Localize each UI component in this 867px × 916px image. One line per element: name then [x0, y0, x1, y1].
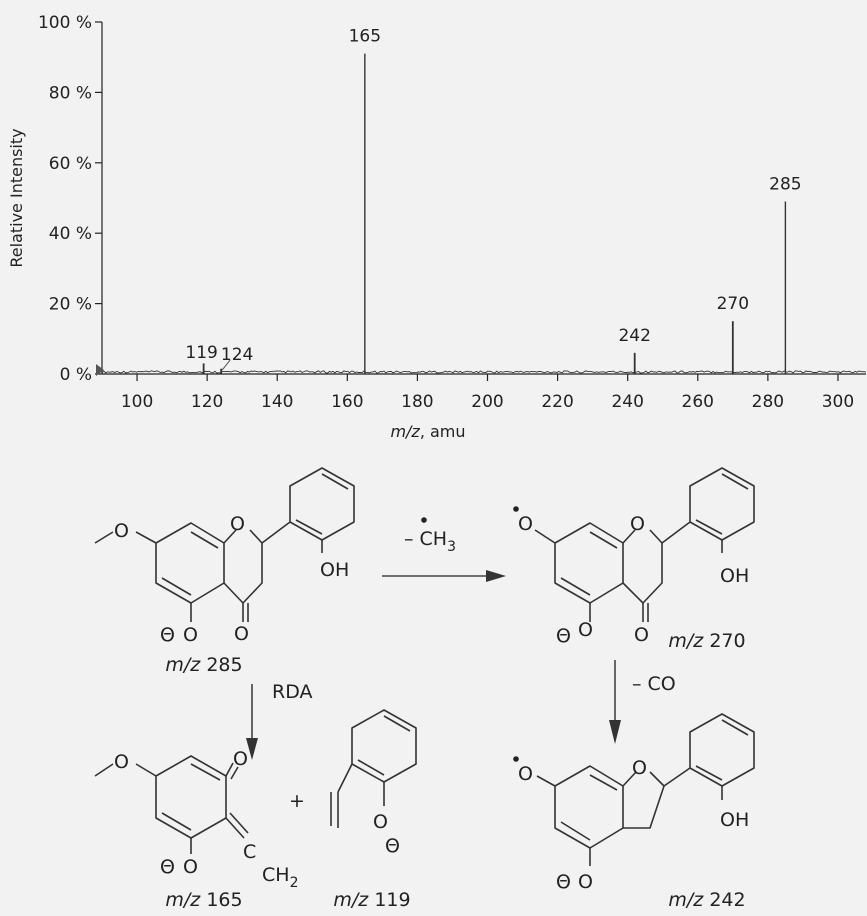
peak-label-242: 242 [618, 326, 650, 346]
y-axis-label: Relative Intensity [7, 128, 26, 267]
phenolate-o: O [183, 624, 198, 646]
y-axis-ticks: 0 % 20 % 40 % 60 % 80 % 100 % [38, 13, 102, 385]
x-tick-label-180: 180 [401, 392, 433, 412]
x-tick-label-140: 140 [261, 392, 293, 412]
x-axis-ticks: 100 120 140 160 180 200 220 240 260 280 300 [121, 374, 854, 412]
hydroxyl-242: OH [720, 809, 749, 831]
x-tick-label-240: 240 [611, 392, 643, 412]
x-tick-label-280: 280 [752, 392, 784, 412]
label-mz-242-value: 242 [709, 889, 745, 911]
ring-o-242: O [632, 757, 647, 779]
x-tick-label-260: 260 [682, 392, 714, 412]
hydroxyl: OH [320, 559, 349, 581]
phenolate-minus-165: Θ [160, 856, 175, 878]
phenolate-o-270: O [578, 619, 593, 641]
mass-spectrum: 0 % 20 % 40 % 60 % 80 % 100 % 100 120 140 160 180… [7, 13, 867, 441]
y-tick-label-0: 0 % [60, 365, 92, 385]
peak-label-124: 124 [221, 345, 253, 365]
label-mz-119-prefix: m/z [333, 889, 369, 911]
label-mz-270-value: 270 [709, 630, 745, 652]
x-axis-label: m/z, amu [390, 422, 465, 441]
y-tick-label-100: 100 % [38, 13, 92, 33]
x-axis-label-unit: , amu [420, 422, 466, 441]
methoxy-o-165: O [114, 751, 129, 773]
label-mz-119: m/z 119 [333, 889, 410, 911]
arrow-methyl-loss: – CH3 [382, 517, 506, 582]
x-tick-label-200: 200 [471, 392, 503, 412]
arrow-rda: RDA [246, 681, 313, 760]
methyl-loss-label: – CH3 [404, 528, 456, 555]
molecule-270: O O OH O Θ O m/z 270 [513, 467, 755, 652]
phenolate-minus-119: Θ [385, 835, 400, 857]
axis-origin-marker [96, 364, 104, 376]
phenolate-o-242: O [578, 871, 593, 893]
arrow-co-loss: – CO [609, 660, 676, 744]
ring-o: O [230, 513, 245, 535]
peak-label-285: 285 [769, 175, 801, 195]
x-tick-label-220: 220 [541, 392, 573, 412]
x-tick-label-160: 160 [331, 392, 363, 412]
peak-label-165: 165 [349, 27, 381, 47]
phenolate-minus-270: Θ [556, 625, 571, 647]
rda-label: RDA [272, 681, 313, 703]
label-mz-285: m/z 285 [165, 654, 242, 676]
label-mz-270-prefix: m/z [668, 630, 704, 652]
y-tick-label-40: 40 % [49, 224, 92, 244]
y-tick-label-80: 80 % [49, 83, 92, 103]
plus-sign: + [289, 790, 305, 812]
ring-o-270: O [630, 513, 645, 535]
phenolate-o-165: O [183, 856, 198, 878]
label-mz-165-prefix: m/z [165, 889, 201, 911]
label-mz-270: m/z 270 [668, 630, 745, 652]
phenolate-minus: Θ [160, 624, 175, 646]
radical-o-242: O [518, 763, 533, 785]
phenolate-minus-242: Θ [556, 871, 571, 893]
x-axis-label-italic: m/z [390, 422, 420, 441]
label-mz-285-prefix: m/z [165, 654, 201, 676]
y-tick-label-20: 20 % [49, 295, 92, 315]
x-tick-label-120: 120 [191, 392, 223, 412]
molecule-285: O O OH O Θ O m/z 285 [94, 467, 355, 676]
molecule-165: O O C CH2 Θ O m/z 165 [94, 748, 298, 911]
ketene-c: C [243, 841, 256, 863]
molecule-119: O Θ m/z 119 [330, 709, 417, 911]
noise-trace [101, 370, 867, 374]
radical-o: O [518, 513, 533, 535]
peak-label-119: 119 [185, 343, 217, 363]
baseline-noise [101, 370, 867, 374]
methoxy-o: O [114, 520, 129, 542]
ch2-label: CH2 [262, 864, 298, 891]
carbonyl-o-270: O [634, 624, 649, 646]
label-mz-165-value: 165 [206, 889, 242, 911]
carbonyl-o: O [234, 623, 249, 645]
co-loss-label: – CO [632, 673, 676, 695]
x-tick-label-100: 100 [121, 392, 153, 412]
y-tick-label-60: 60 % [49, 154, 92, 174]
label-mz-242: m/z 242 [668, 889, 745, 911]
peak-124-leader [221, 359, 231, 371]
carbonyl-o-165: O [233, 748, 248, 770]
x-tick-label-300: 300 [822, 392, 854, 412]
phenolate-o-119: O [373, 811, 388, 833]
molecule-242: O O OH Θ O m/z 242 [513, 713, 755, 911]
label-mz-242-prefix: m/z [668, 889, 704, 911]
peak-label-270: 270 [717, 294, 749, 314]
label-mz-119-value: 119 [374, 889, 410, 911]
hydroxyl-270: OH [720, 565, 749, 587]
label-mz-285-value: 285 [206, 654, 242, 676]
label-mz-165: m/z 165 [165, 889, 242, 911]
reaction-scheme: O O OH O Θ O m/z 285 – CH3 [94, 467, 755, 911]
